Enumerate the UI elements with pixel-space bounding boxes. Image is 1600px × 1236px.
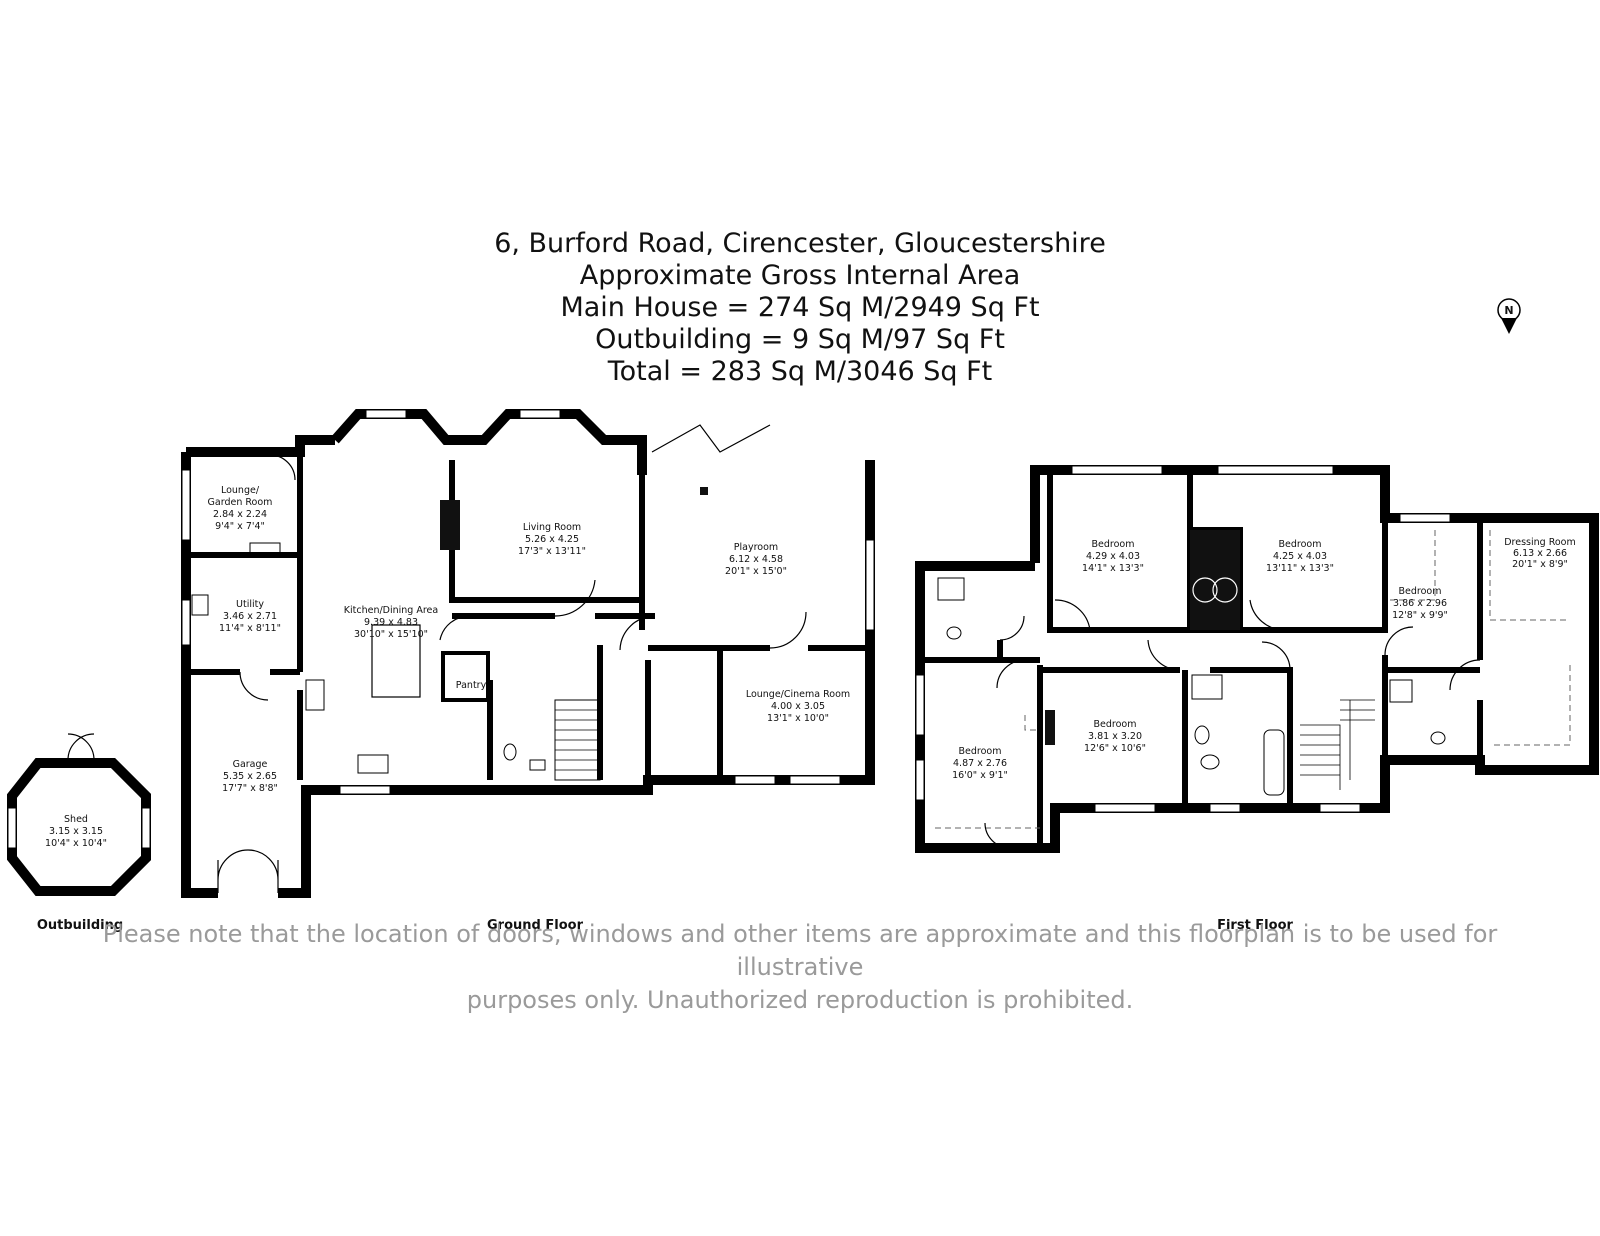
utility-name: Utility (236, 599, 264, 610)
toilet-icon (1200, 754, 1220, 770)
living-room-imperial: 17'3" x 13'11" (518, 546, 586, 557)
first-floor-plan: Bedroom 4.29 x 4.03 14'1" x 13'3" Bedroo… (915, 465, 1599, 933)
basin-icon (529, 759, 546, 771)
bedroom-3-metric: 3.86 x 2.96 (1393, 598, 1447, 609)
utility-metric: 3.46 x 2.71 (223, 611, 277, 622)
dressing-room-metric: 6.13 x 2.66 (1513, 548, 1567, 559)
playroom-name: Playroom (734, 542, 778, 553)
bedroom-2-name: Bedroom (1279, 539, 1322, 550)
kitchen-dining-metric: 9.39 x 4.83 (364, 617, 418, 628)
disclaimer-line-2: purposes only. Unauthorized reproduction… (466, 986, 1134, 1014)
lounge-cinema-imperial: 13'1" x 10'0" (767, 713, 829, 724)
lounge-garden-room-name-2: Garden Room (208, 497, 273, 508)
kitchen-dining-imperial: 30'10" x 15'10" (354, 629, 428, 640)
utility-sink-icon (191, 594, 209, 616)
hob-icon (305, 679, 325, 711)
north-label: N (1504, 304, 1513, 317)
utility-imperial: 11'4" x 8'11" (219, 623, 281, 634)
stairs-icon (554, 699, 601, 781)
garage-name: Garage (233, 759, 268, 770)
bedroom-1-name: Bedroom (1092, 539, 1135, 550)
disclaimer-line-1: Please note that the location of doors, … (102, 920, 1498, 981)
ensuite2-toilet-icon (1430, 731, 1446, 745)
disclaimer: Please note that the location of doors, … (40, 918, 1560, 1017)
shed-name: Shed (64, 814, 88, 825)
kitchen-island (371, 624, 421, 698)
bedroom-4-metric: 4.87 x 2.76 (953, 758, 1007, 769)
bedroom-1-imperial: 14'1" x 13'3" (1082, 563, 1144, 574)
bedroom-4-name: Bedroom (959, 746, 1002, 757)
area-subtitle: Approximate Gross Internal Area (579, 260, 1021, 291)
north-arrow-icon: N (1497, 298, 1521, 334)
playroom-metric: 6.12 x 4.58 (729, 554, 783, 565)
lounge-cinema-name: Lounge/Cinema Room (746, 689, 850, 700)
basin-icon (1194, 725, 1210, 745)
bedroom-3-name: Bedroom (1399, 586, 1442, 597)
shed-metric: 3.15 x 3.15 (49, 826, 103, 837)
chimney-breast (1045, 710, 1055, 745)
outbuilding-area: Outbuilding = 9 Sq M/97 Sq Ft (595, 324, 1005, 355)
fireplace-icon (440, 500, 460, 550)
bedroom-5-metric: 3.81 x 3.20 (1088, 731, 1142, 742)
plan-header: 6, Burford Road, Cirencester, Gloucester… (0, 228, 1600, 388)
pantry-name: Pantry (456, 680, 487, 691)
bath-icon (1263, 729, 1285, 796)
shed-imperial: 10'4" x 10'4" (45, 838, 107, 849)
bedroom-1-metric: 4.29 x 4.03 (1086, 551, 1140, 562)
main-house-area: Main House = 274 Sq M/2949 Sq Ft (560, 292, 1040, 323)
dressing-room-name: Dressing Room (1504, 537, 1576, 548)
lounge-garden-room-imperial: 9'4" x 7'4" (215, 521, 265, 532)
bedroom-2-metric: 4.25 x 4.03 (1273, 551, 1327, 562)
living-room-name: Living Room (523, 522, 581, 533)
utility-hob-icon (249, 542, 281, 558)
playroom-imperial: 20'1" x 15'0" (725, 566, 787, 577)
outbuilding-label: Outbuilding (37, 918, 123, 933)
stairs-icon (1300, 699, 1375, 790)
first-floor-label: First Floor (1217, 918, 1293, 933)
garage-metric: 5.35 x 2.65 (223, 771, 277, 782)
kitchen-sink-icon (357, 754, 389, 774)
ground-floor-plan: Lounge/ Garden Room 2.84 x 2.24 9'4" x 7… (181, 409, 875, 933)
kitchen-dining-name: Kitchen/Dining Area (344, 605, 438, 616)
lounge-garden-room-metric: 2.84 x 2.24 (213, 509, 267, 520)
total-area: Total = 283 Sq M/3046 Sq Ft (607, 356, 993, 387)
bedroom-5-name: Bedroom (1094, 719, 1137, 730)
bedroom-4-imperial: 16'0" x 9'1" (952, 770, 1008, 781)
dressing-room-imperial: 20'1" x 8'9" (1512, 559, 1568, 570)
bedroom-2-imperial: 13'11" x 13'3" (1266, 563, 1334, 574)
stove-icon (700, 487, 708, 495)
ensuite-toilet-icon (946, 626, 962, 640)
lounge-garden-room-name: Lounge/ (221, 485, 260, 496)
outbuilding-plan: Shed 3.15 x 3.15 10'4" x 10'4" Outbuildi… (7, 730, 151, 933)
ensuite-shower-icon (937, 577, 965, 601)
lounge-cinema-metric: 4.00 x 3.05 (771, 701, 825, 712)
ground-floor-label: Ground Floor (487, 918, 584, 933)
garage-imperial: 17'7" x 8'8" (222, 783, 278, 794)
ensuite2-shower-icon (1389, 679, 1413, 703)
address-title: 6, Burford Road, Cirencester, Gloucester… (494, 228, 1106, 259)
living-room-metric: 5.26 x 4.25 (525, 534, 579, 545)
toilet-icon (503, 743, 517, 761)
shower-icon (1191, 674, 1223, 700)
bedroom-3-imperial: 12'8" x 9'9" (1392, 610, 1448, 621)
bedroom-5-imperial: 12'6" x 10'6" (1084, 743, 1146, 754)
